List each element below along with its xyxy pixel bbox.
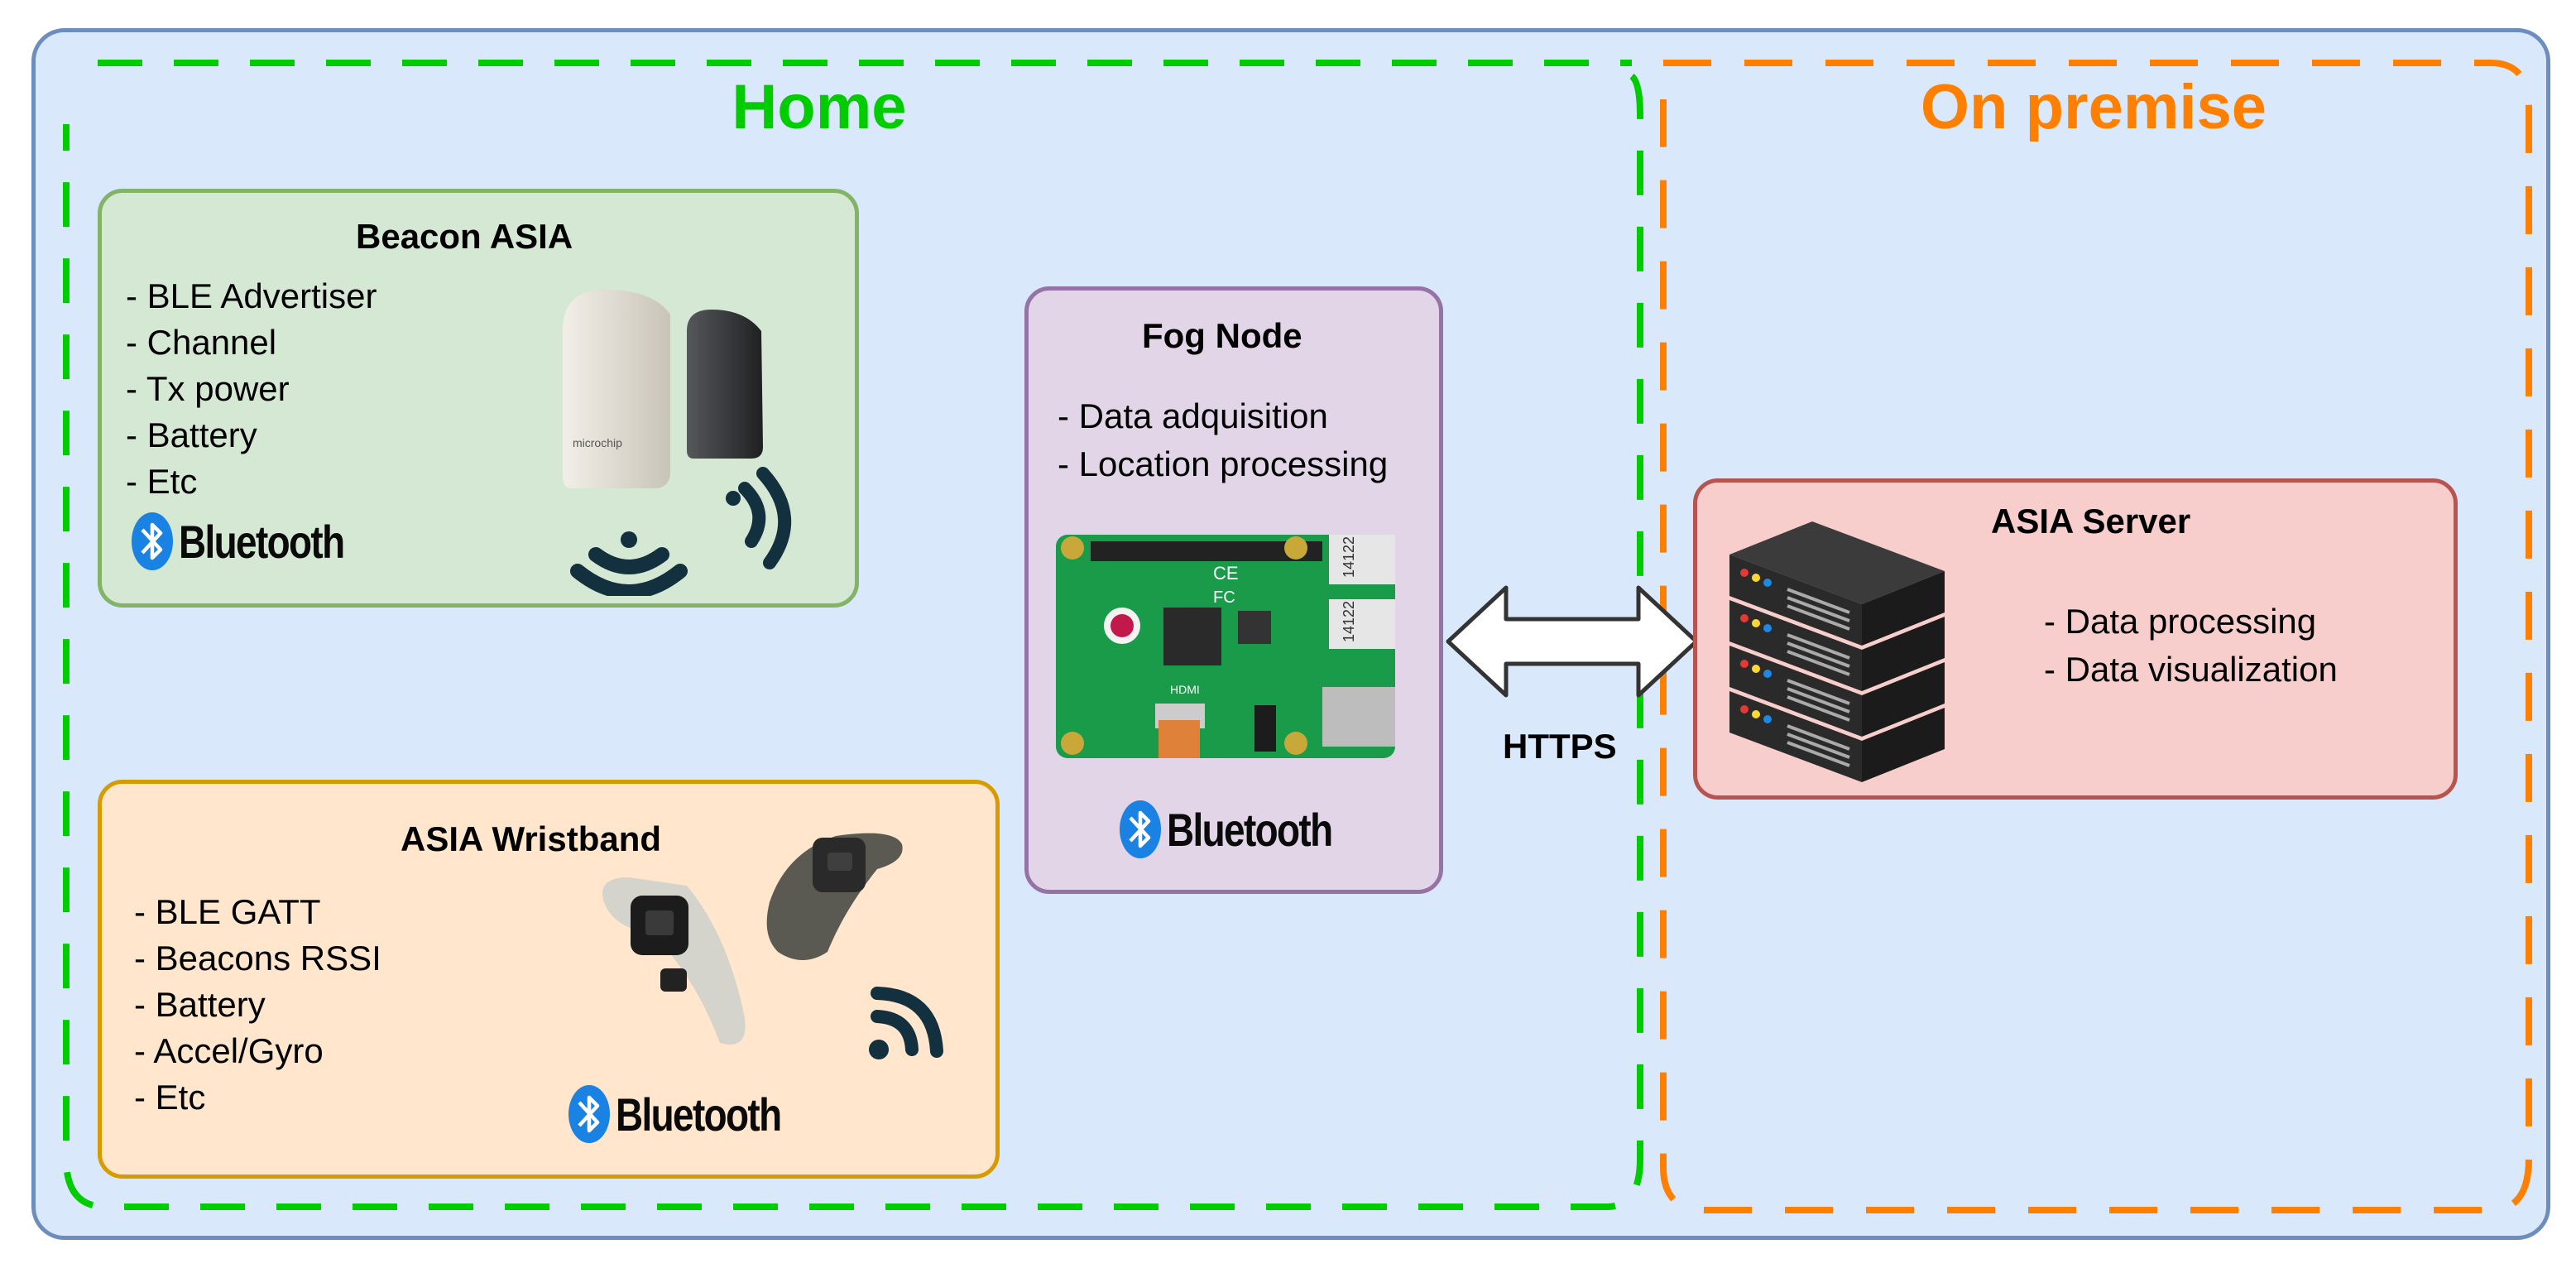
wristband-feature: - Accel/Gyro [134,1031,324,1070]
server-feature: - Data visualization [2044,650,2338,689]
beacon-brand-text: microchip [573,436,622,449]
fog-node-title: Fog Node [1142,316,1302,355]
wristband-title: ASIA Wristband [401,819,662,858]
hdmi-mark: HDMI [1170,683,1200,696]
ce-mark: CE [1213,563,1239,584]
https-label: HTTPS [1503,727,1617,766]
wristband-feature: - BLE GATT [134,892,321,931]
raspberry-pi-image: CE FC HDMI 14122 14122 [1056,535,1395,758]
home-zone-title: Home [732,72,907,142]
bluetooth-wordmark: Bluetooth [616,1088,782,1141]
fcc-mark: FC [1213,588,1235,607]
premise-zone-title: On premise [1920,72,2267,142]
bluetooth-wordmark: Bluetooth [1167,803,1333,856]
beacon-feature-list: - BLE Advertiser - Channel - Tx power - … [126,273,377,505]
bluetooth-wordmark: Bluetooth [179,515,345,568]
beacon-bluetooth-logo: Bluetooth [131,512,380,571]
premise-zone-border [1660,60,2532,1213]
usb-mark: 14122 [1341,536,1357,578]
beacon-feature: - Channel [126,323,277,362]
fog-node-bluetooth-logo: Bluetooth [1119,800,1368,859]
usb-mark: 14122 [1341,601,1357,642]
bluetooth-icon [1120,800,1161,858]
wristband-feature: - Etc [134,1078,206,1117]
bluetooth-icon [568,1085,610,1143]
wristband-feature: - Beacons RSSI [134,939,381,978]
server-feature: - Data processing [2044,602,2317,641]
beacon-feature: - BLE Advertiser [126,276,377,315]
home-zone-border [63,73,1643,1210]
fog-node-feature: - Location processing [1058,444,1389,483]
signal-icon [869,987,943,1059]
fog-node-feature-list: - Data adquisition - Location processing [1058,392,1388,488]
wristband-devices-image [602,833,943,1059]
beacon-title: Beacon ASIA [356,217,573,256]
wristband-bluetooth-logo: Bluetooth [568,1084,817,1144]
bluetooth-icon [132,512,173,570]
wristband-feature-list: - BLE GATT - Beacons RSSI - Battery - Ac… [134,889,381,1121]
signal-icon [570,531,688,596]
beacon-feature: - Battery [126,416,257,454]
fog-node-feature: - Data adquisition [1058,396,1328,435]
https-double-arrow [1446,585,1699,698]
server-title: ASIA Server [1991,502,2191,540]
beacon-feature: - Tx power [126,369,290,408]
server-feature-list: - Data processing - Data visualization [2044,598,2338,694]
signal-icon [726,467,792,569]
beacon-devices-image: microchip [563,290,792,596]
beacon-feature: - Etc [126,462,198,501]
server-stack-icon [1728,521,1946,784]
wristband-feature: - Battery [134,985,266,1024]
